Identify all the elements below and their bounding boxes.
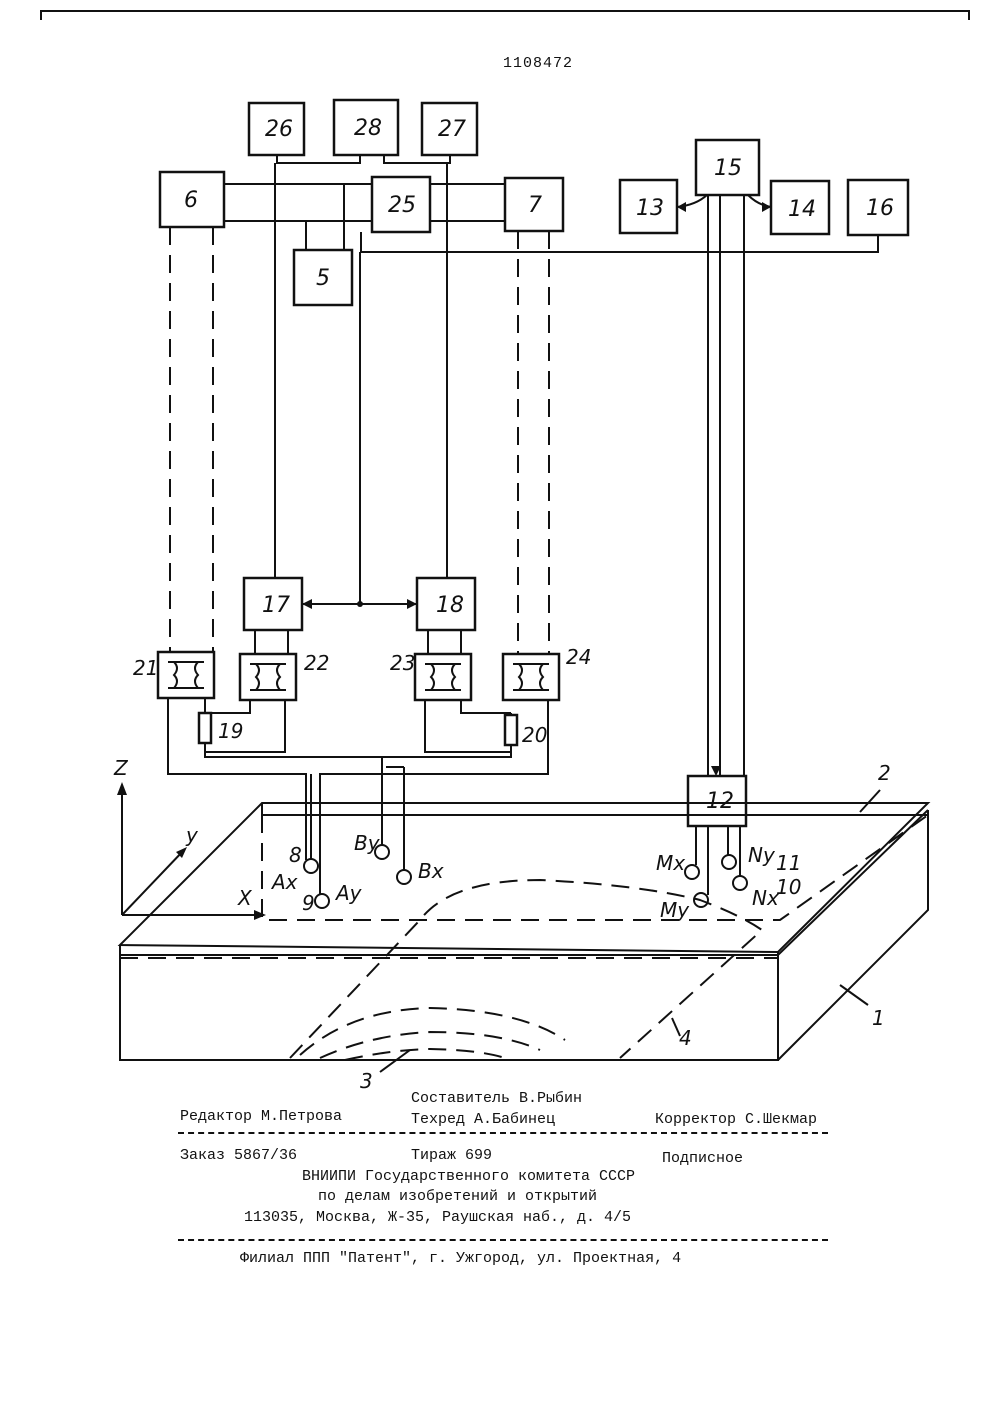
patent-diagram: 1108472 26 28 27 6 25 7 5 15 13 14 16 17… [0,0,1000,1100]
label-11: 11 [776,851,801,875]
label-mx: Mx [656,851,685,875]
junction-dot [357,601,363,607]
block-28: 28 [334,100,398,155]
label-nx: Nx [752,886,779,910]
electrode-nx [733,876,747,890]
block-25: 25 [372,177,430,232]
label-20: 20 [522,723,547,747]
block-15-label: 15 [714,156,742,181]
block-12: 12 [688,776,746,826]
block-27-label: 27 [438,117,466,142]
wire-to-block-5 [306,184,344,250]
block-26: 26 [249,103,304,155]
electrode-ax [304,859,318,873]
label-9: 9 [302,891,315,915]
block-14: 14 [771,181,829,234]
wire-17-22 [255,630,288,654]
label-22: 22 [304,651,329,675]
arrow-to-13 [677,202,686,212]
label-bx: Bx [418,859,444,883]
electrode-ay [315,894,329,908]
block-13-label: 13 [636,196,664,221]
anomaly-contour-3c [345,1049,505,1060]
block-16: 16 [848,180,908,235]
block-18-label: 18 [436,593,464,618]
transformer-21 [158,652,214,698]
arrow-to-18 [407,599,417,609]
credit-print-run: Тираж 699 [411,1147,492,1164]
electrode-ny [722,855,736,869]
block-27: 27 [422,103,477,155]
block-17-label: 17 [262,593,290,618]
label-3: 3 [360,1069,373,1093]
transformer-23 [415,654,471,700]
arrow-to-17 [302,599,312,609]
credit-order: Заказ 5867/36 [180,1147,297,1164]
wire-18-23 [428,630,461,654]
electrode-bx [397,870,411,884]
credit-composer: Составитель В.Рыбин [411,1090,582,1107]
label-ay: Ay [334,881,363,905]
wire-15-13-14 [677,195,771,207]
axis-x-label: X [237,886,253,910]
block-28-label: 28 [354,116,382,141]
credit-org-address: 113035, Москва, Ж-35, Раушская наб., д. … [244,1209,631,1226]
label-8: 8 [289,843,302,867]
label-10: 10 [776,875,801,899]
block-13: 13 [620,180,677,233]
label-my: My [660,898,690,922]
separator-2 [178,1239,828,1241]
label-19: 19 [218,719,243,743]
block-16-label: 16 [866,196,894,221]
credit-org-line1: ВНИИПИ Государственного комитета СССР [302,1168,635,1185]
transformer-24 [503,654,559,700]
resistor-19 [199,713,211,743]
axis-y [122,850,184,915]
credit-editor: Редактор М.Петрова [180,1108,342,1125]
label-23: 23 [390,651,415,675]
label-by: By [354,831,381,855]
label-ny: Ny [748,843,776,867]
label-21: 21 [133,656,158,680]
block-7-label: 7 [528,193,542,218]
block-5: 5 [294,250,352,305]
axis-y-label: y [185,823,199,847]
label-2: 2 [878,761,891,785]
patent-number: 1108472 [503,55,573,72]
credit-techred: Техред А.Бабинец [411,1111,555,1128]
block-26-label: 26 [265,117,293,142]
axis-z-arrow [117,782,127,795]
block-14-label: 14 [788,197,816,222]
block-18: 18 [417,578,475,630]
block-12-label: 12 [706,789,734,814]
label-ax: Ax [270,870,298,894]
credit-branch: Филиал ППП "Патент", г. Ужгород, ул. Про… [240,1250,681,1267]
label-24: 24 [566,645,591,669]
block-25-label: 25 [388,193,416,218]
block-15: 15 [696,140,759,195]
axis-z-label: Z [113,756,129,780]
credit-subscription: Подписное [662,1150,743,1167]
transformer-22 [240,654,296,700]
electrode-mx [685,865,699,879]
label-line-2 [860,790,880,812]
label-1: 1 [872,1006,885,1030]
resistor-20 [505,715,517,745]
separator-1 [178,1132,828,1134]
block-6: 6 [160,172,224,227]
block-7: 7 [505,178,563,231]
arrow-to-14 [762,202,771,212]
bus-15-to-12 [708,195,744,776]
block-17: 17 [244,578,302,630]
block-5-label: 5 [316,266,330,291]
block-6-label: 6 [184,188,198,213]
axis-x-arrow [254,910,266,920]
anomaly-contour-3b [320,1032,540,1058]
label-4: 4 [679,1026,692,1050]
credit-corrector: Корректор С.Шекмар [655,1111,817,1128]
credit-org-line2: по делам изобретений и открытий [318,1188,597,1205]
